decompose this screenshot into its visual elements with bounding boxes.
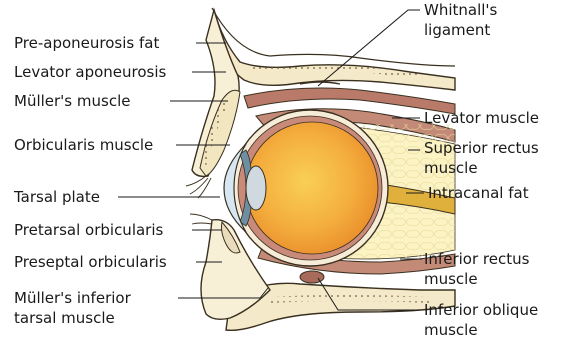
- label-preseptal-orbicularis: Preseptal orbicularis: [14, 252, 167, 272]
- label-inferior-rectus-muscle: Inferior rectus muscle: [424, 249, 529, 289]
- label-whitnalls-ligament: Whitnall's ligament: [424, 0, 497, 40]
- lens: [246, 166, 266, 210]
- label-superior-rectus-muscle: Superior rectus muscle: [424, 138, 539, 178]
- upper-eyelashes: [186, 176, 211, 198]
- label-muller-muscle: Müller's muscle: [14, 91, 130, 111]
- orbital-roof-bone-outer: [212, 8, 455, 66]
- label-muller-inferior-tarsal-muscle: Müller's inferior tarsal muscle: [14, 288, 131, 328]
- label-orbicularis-muscle: Orbicularis muscle: [14, 135, 153, 155]
- label-tarsal-plate: Tarsal plate: [14, 187, 100, 207]
- label-levator-muscle: Levator muscle: [424, 108, 539, 128]
- label-inferior-oblique-muscle: Inferior oblique muscle: [424, 300, 538, 340]
- lower-eyelashes: [190, 214, 212, 224]
- label-intracanal-fat: Intracanal fat: [428, 183, 529, 203]
- label-levator-aponeurosis: Levator aponeurosis: [14, 62, 166, 82]
- label-pre-aponeurosis-fat: Pre-aponeurosis fat: [14, 33, 159, 53]
- label-pretarsal-orbicularis: Pretarsal orbicularis: [14, 220, 163, 240]
